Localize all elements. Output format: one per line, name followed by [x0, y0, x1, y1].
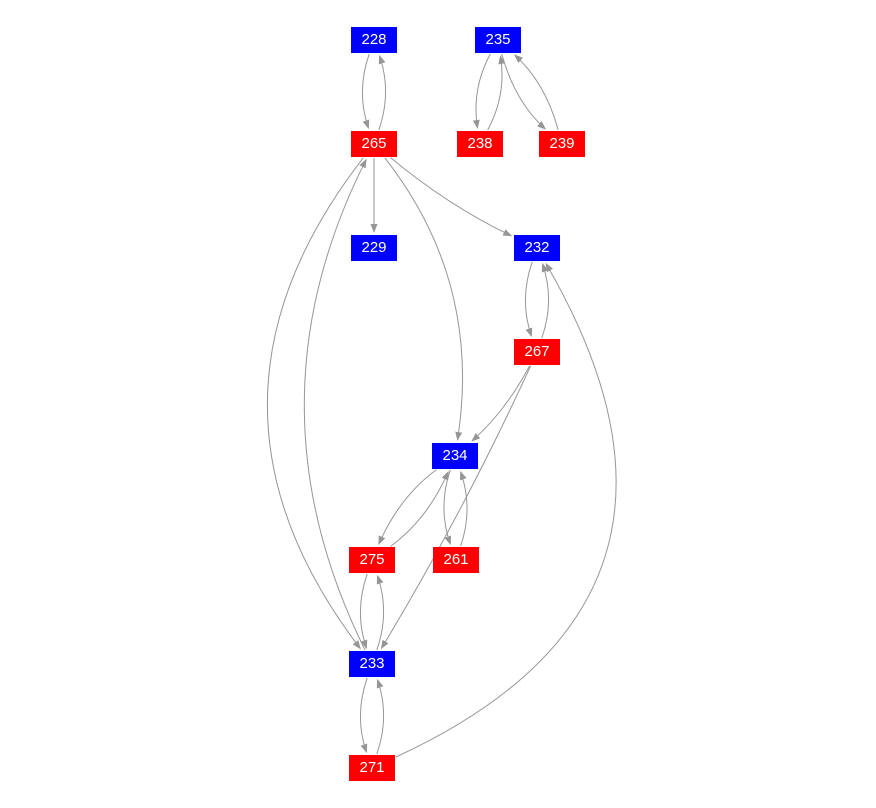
edge-235-238 [472, 53, 491, 129]
node-233: 233 [349, 651, 395, 677]
edge-234-275 [378, 469, 437, 546]
node-239: 239 [539, 131, 585, 157]
edge-265-228 [378, 54, 387, 131]
edge-234-261 [443, 469, 451, 546]
node-234: 234 [432, 443, 478, 469]
node-229: 229 [351, 235, 397, 261]
node-261: 261 [433, 547, 479, 573]
node-228: 228 [351, 27, 397, 53]
edge-232-267 [524, 261, 533, 338]
edge-267-234 [471, 365, 531, 442]
edge-239-235 [513, 54, 559, 131]
edge-265-234 [384, 157, 463, 441]
edge-233-271 [359, 677, 368, 754]
edge-265-232 [390, 157, 513, 237]
edge-275-233 [359, 573, 368, 650]
edge-267-232 [541, 262, 550, 339]
edge-275-234 [390, 470, 449, 547]
edge-271-233 [376, 678, 385, 755]
node-232: 232 [514, 235, 560, 261]
node-265: 265 [351, 131, 397, 157]
node-271: 271 [349, 755, 395, 781]
edge-238-235 [487, 55, 506, 131]
edge-235-239 [501, 53, 547, 130]
edge-267-233 [380, 365, 532, 650]
edge-261-234 [460, 470, 468, 547]
edge-233-275 [376, 574, 385, 651]
edge-233-265 [303, 158, 367, 651]
node-235: 235 [475, 27, 521, 53]
node-275: 275 [349, 547, 395, 573]
edge-228-265 [361, 53, 370, 130]
edge-265-233 [266, 157, 364, 650]
node-238: 238 [457, 131, 503, 157]
node-267: 267 [514, 339, 560, 365]
edge-271-232 [395, 262, 617, 758]
